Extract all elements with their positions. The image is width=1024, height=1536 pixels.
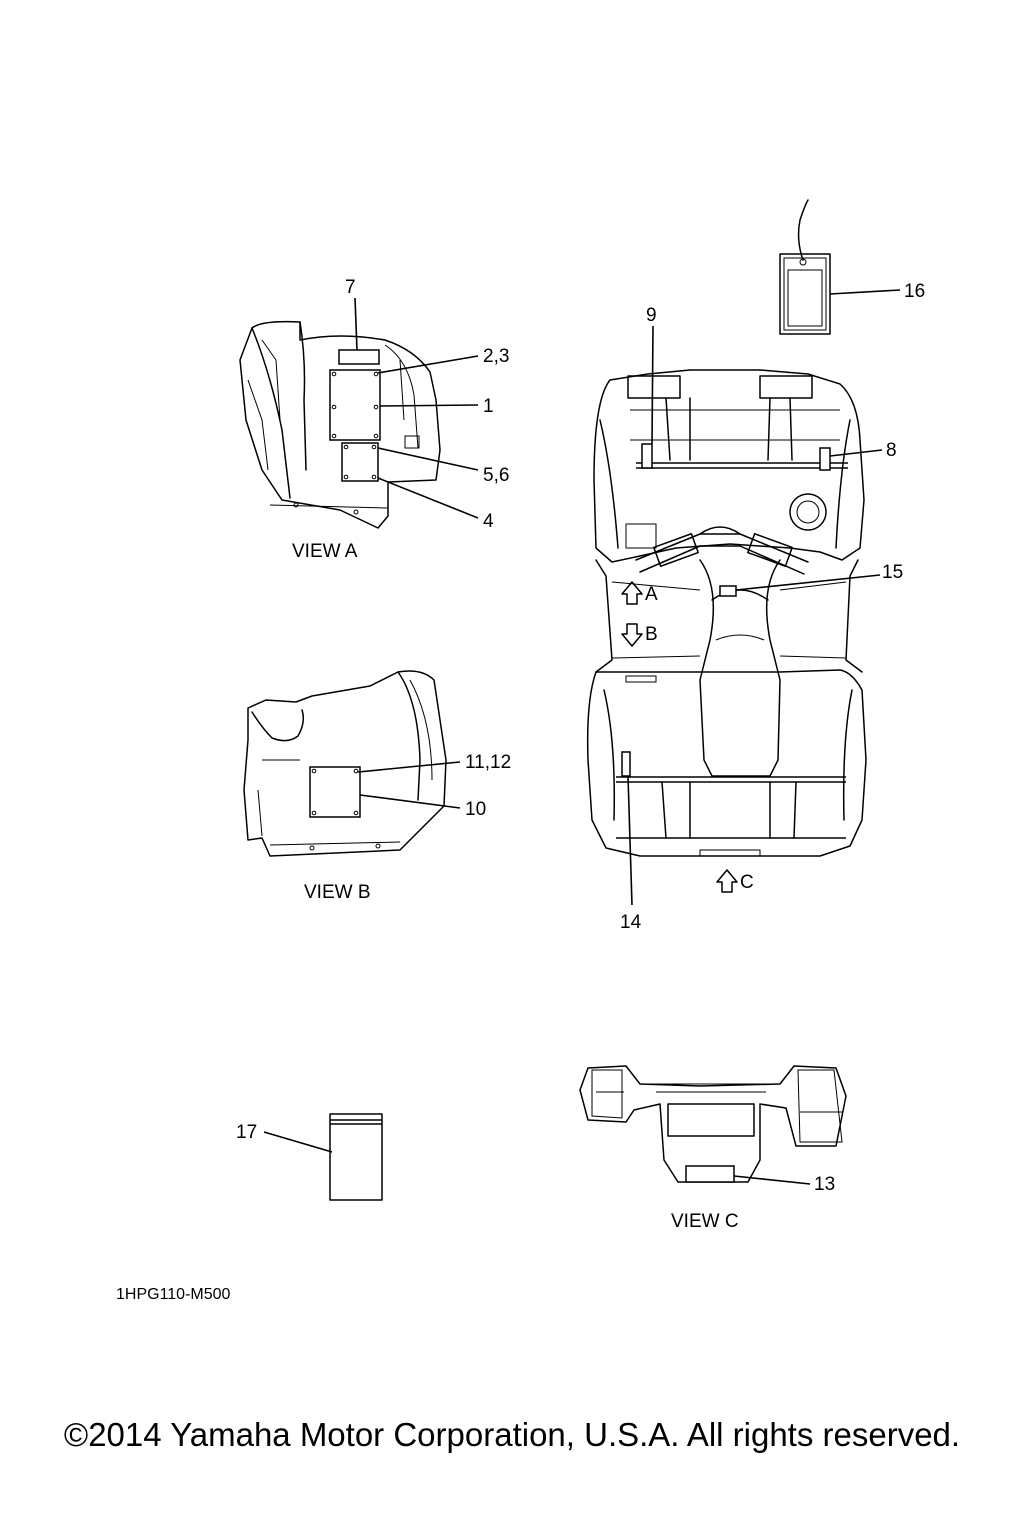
atv-leaders <box>627 325 883 906</box>
callout-16: 16 <box>904 281 925 302</box>
callout-1: 1 <box>483 396 494 417</box>
atv-view-arrows <box>621 581 738 893</box>
view-b-leaders <box>357 761 461 809</box>
view-a-decals <box>329 349 381 482</box>
arrow-c-up <box>716 869 738 893</box>
callout-5-6: 5,6 <box>483 465 509 486</box>
callout-8: 8 <box>886 440 897 461</box>
label-14-box <box>621 751 631 777</box>
view-a-fender-drawing <box>239 320 441 529</box>
drawing-code: 1HPG110-M500 <box>116 1286 231 1303</box>
view-b-fender-drawing <box>243 670 447 857</box>
label-9-box <box>641 443 653 469</box>
label-1-box <box>329 369 381 441</box>
view-a-leaders <box>354 297 479 519</box>
atv-top-view-drawing <box>586 369 867 857</box>
callout-10: 10 <box>465 799 486 820</box>
item-17-drawing <box>329 1113 383 1201</box>
label-13-box <box>685 1165 735 1183</box>
callout-15: 15 <box>882 562 903 583</box>
arrow-a-up <box>621 581 643 605</box>
copyright-notice: ©2014 Yamaha Motor Corporation, U.S.A. A… <box>63 1416 961 1453</box>
view-c-rear-drawing <box>579 1065 847 1183</box>
label-15-box <box>719 585 737 597</box>
atv-top-view-decals <box>621 443 831 777</box>
callout-13: 13 <box>814 1174 835 1195</box>
label-7-box <box>338 349 380 365</box>
arrow-b-down <box>621 623 643 647</box>
callout-17: 17 <box>236 1122 257 1143</box>
label-10-box <box>309 766 361 818</box>
hang-tag-16-drawing <box>779 199 831 335</box>
view-b-decals <box>309 766 361 818</box>
callout-9: 9 <box>646 305 657 326</box>
label-4-box <box>341 442 379 482</box>
view-a-label: VIEW A <box>292 541 358 562</box>
view-b-label: VIEW B <box>304 882 371 903</box>
callout-14: 14 <box>620 912 642 933</box>
arrow-b-label: B <box>645 624 658 645</box>
callout-4: 4 <box>483 511 494 532</box>
callout-2-3: 2,3 <box>483 346 509 367</box>
view-c-label: VIEW C <box>671 1211 739 1232</box>
arrow-c-label: C <box>740 872 754 893</box>
label-8-box <box>819 447 831 471</box>
arrow-a-label: A <box>645 584 658 605</box>
callout-11-12: 11,12 <box>465 752 511 773</box>
callout-7: 7 <box>345 277 356 298</box>
